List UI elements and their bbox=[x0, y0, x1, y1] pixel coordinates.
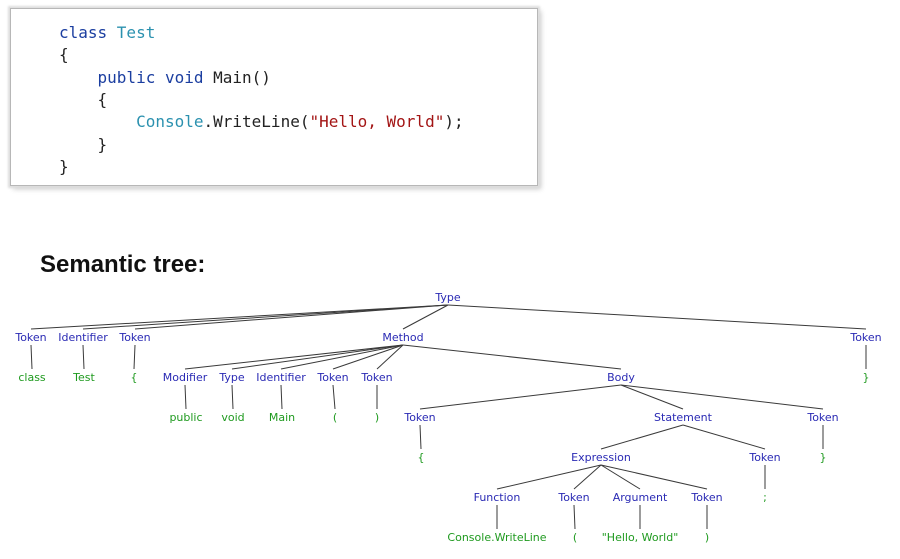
code-token: } bbox=[59, 135, 108, 154]
tree-node: Statement bbox=[654, 411, 713, 424]
code-line: { bbox=[59, 44, 69, 66]
tree-node: Body bbox=[607, 371, 635, 384]
tree-edge bbox=[82, 304, 449, 330]
tree-edge bbox=[280, 384, 283, 410]
tree-node: Identifier bbox=[256, 371, 306, 384]
tree-leaf: void bbox=[221, 411, 244, 424]
tree-edge bbox=[600, 464, 708, 490]
tree-edge bbox=[184, 344, 404, 370]
tree-edge bbox=[573, 504, 576, 530]
code-token: "Hello, World" bbox=[309, 112, 445, 131]
tree-node: Token bbox=[557, 491, 589, 504]
tree-node: Argument bbox=[613, 491, 668, 504]
tree-leaf: ( bbox=[573, 531, 577, 544]
tree-node: Token bbox=[360, 371, 392, 384]
tree-edge bbox=[133, 344, 136, 370]
tree-leaf: } bbox=[820, 451, 827, 464]
tree-edge bbox=[402, 344, 622, 370]
tree-node: Modifier bbox=[163, 371, 208, 384]
tree-edge bbox=[30, 344, 33, 370]
code-token: Test bbox=[116, 23, 156, 42]
tree-leaf: ) bbox=[705, 531, 709, 544]
tree-node: Token bbox=[403, 411, 435, 424]
tree-node: Expression bbox=[571, 451, 631, 464]
tree-node: Method bbox=[382, 331, 423, 344]
section-title: Semantic tree: bbox=[40, 251, 206, 278]
tree-leaf: Test bbox=[72, 371, 95, 384]
tree-edge bbox=[620, 384, 824, 410]
code-token: { bbox=[59, 45, 69, 64]
tree-edge bbox=[600, 464, 641, 490]
code-line: } bbox=[59, 156, 69, 178]
tree-edge bbox=[30, 304, 449, 330]
tree-leaf: { bbox=[131, 371, 138, 384]
tree-edge bbox=[419, 384, 622, 410]
code-token: public void bbox=[59, 68, 214, 87]
code-line: class Test bbox=[59, 22, 155, 44]
tree-node: Token bbox=[748, 451, 780, 464]
tree-edge bbox=[231, 344, 404, 370]
code-line: public void Main() bbox=[59, 67, 271, 89]
tree-node: Token bbox=[14, 331, 46, 344]
tree-node: Token bbox=[118, 331, 150, 344]
tree-edge bbox=[496, 464, 602, 490]
tree-leaf: class bbox=[18, 371, 46, 384]
tree-edge bbox=[682, 424, 766, 450]
tree-leaf: public bbox=[169, 411, 202, 424]
tree-edge bbox=[82, 344, 85, 370]
tree-edge bbox=[280, 344, 404, 370]
tree-node: Identifier bbox=[58, 331, 108, 344]
tree-edge bbox=[332, 384, 336, 410]
tree-edge bbox=[600, 424, 684, 450]
code-token: } bbox=[59, 157, 69, 176]
code-panel: class Test{ public void Main() { Console… bbox=[10, 8, 538, 186]
tree-edge bbox=[184, 384, 187, 410]
code-token: Main() bbox=[213, 68, 271, 87]
tree-leaf: Console.WriteLine bbox=[447, 531, 546, 544]
tree-edge bbox=[447, 304, 867, 330]
tree-node: Token bbox=[690, 491, 722, 504]
code-token: { bbox=[59, 90, 108, 109]
code-token: .WriteLine( bbox=[203, 112, 310, 131]
code-line: { bbox=[59, 89, 108, 111]
tree-edge bbox=[376, 344, 404, 370]
tree-edge bbox=[419, 424, 422, 450]
tree-edge bbox=[332, 344, 404, 370]
tree-node: Token bbox=[316, 371, 348, 384]
tree-leaf: Main bbox=[269, 411, 295, 424]
tree-leaf: } bbox=[863, 371, 870, 384]
tree-leaf: ; bbox=[763, 491, 767, 504]
code-token: ); bbox=[444, 112, 464, 131]
tree-edge bbox=[620, 384, 684, 410]
code-line: Console.WriteLine("Hello, World"); bbox=[59, 111, 464, 133]
tree-leaf: ) bbox=[375, 411, 379, 424]
tree-node: Type bbox=[218, 371, 244, 384]
tree-node: Function bbox=[474, 491, 521, 504]
code-line: } bbox=[59, 134, 108, 156]
tree-leaf: ( bbox=[333, 411, 337, 424]
tree-node: Token bbox=[806, 411, 838, 424]
tree-node: Type bbox=[434, 291, 460, 304]
code-token: Console bbox=[59, 112, 204, 131]
tree-edge bbox=[134, 304, 449, 330]
tree-edge bbox=[402, 304, 449, 330]
tree-edge bbox=[231, 384, 234, 410]
tree-node: Token bbox=[849, 331, 881, 344]
tree-edge bbox=[573, 464, 602, 490]
tree-leaf: "Hello, World" bbox=[602, 531, 679, 544]
tree-leaf: { bbox=[418, 451, 425, 464]
code-token: class bbox=[59, 23, 117, 42]
